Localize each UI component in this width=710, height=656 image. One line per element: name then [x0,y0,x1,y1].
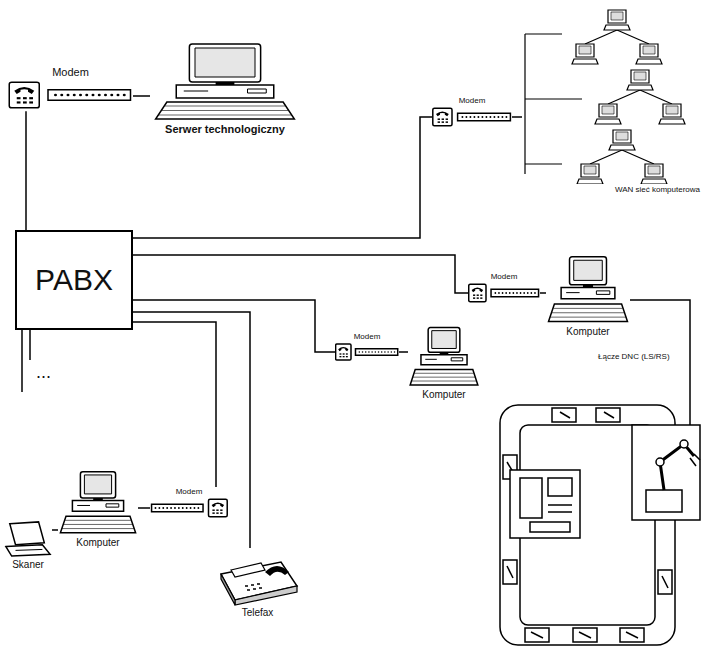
modemL-icon [468,282,540,304]
wan-device: WAN sieć komputerowa [522,4,700,195]
pabx-box: PABX [15,230,133,330]
device-label: Komputer [422,389,465,401]
modem-device: Modem [150,487,228,519]
modem-device: Modem [468,272,540,304]
cable-line [138,507,150,509]
computer-icon [58,470,138,536]
device-label: Modem [52,66,89,79]
device-label: Modem [176,487,203,497]
computer-icon [546,255,630,325]
device-label: WAN sieć komputerowa [615,185,700,195]
fax-device: Telefax [215,548,300,619]
cable-line [133,95,150,97]
cable-line [133,117,432,238]
pabx-stubs [22,330,30,392]
device-label: Modem [491,272,518,282]
modemL-icon [8,79,133,111]
modem-device: Modem [432,96,512,128]
device-label: Modem [459,96,486,106]
computer-device: Komputer [58,470,138,549]
modem-device: Modem [335,332,399,362]
cable-line [133,255,468,293]
cable-line [540,292,546,294]
modemL-icon [432,106,512,128]
node-title: PABX [35,262,113,298]
modem-device: Modem [8,66,133,111]
device-label: Modem [354,332,381,342]
server-icon [150,42,300,122]
cable-line [25,111,27,230]
computer-device: Komputer [546,255,630,338]
cable-line [52,529,58,531]
robot-cell [500,405,700,645]
modemR-icon [150,497,228,519]
cable-line [133,322,216,487]
cable-line [399,351,408,353]
device-label: Telefax [242,607,274,619]
computer-device: Komputer [408,326,480,401]
cable-line [512,116,522,118]
link-label: Łącze DNC (LS/RS) [598,352,670,362]
ellipsis-label: ... [36,362,51,384]
fax-icon [215,548,300,606]
device-label: Komputer [566,326,609,338]
cable-line [133,300,335,352]
device-label: Skaner [12,559,44,571]
device-label: Serwer technologiczny [165,123,285,136]
modemL-icon [335,342,399,362]
server-device: Serwer technologiczny [150,42,300,136]
computer-icon [408,326,480,388]
scanner-icon [4,520,52,558]
scanner-device: Skaner [4,520,52,571]
cable-line [133,312,250,548]
wan-icon [522,4,700,184]
device-label: Komputer [76,537,119,549]
